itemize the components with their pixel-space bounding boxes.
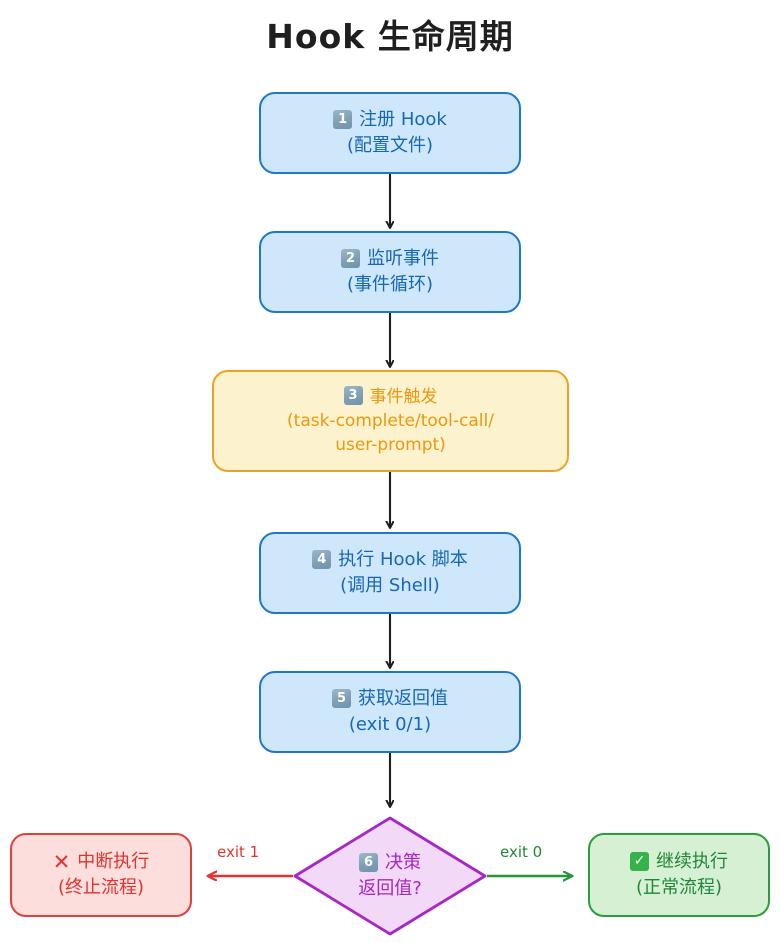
node-decision-line2: 返回值? bbox=[358, 878, 422, 899]
node-event-trigger-title: 事件触发 bbox=[369, 386, 438, 407]
node-abort-execution-line2: (终止流程) bbox=[57, 877, 145, 898]
cross-mark-icon: ✕ bbox=[52, 849, 71, 874]
node-event-trigger-line1: 3 事件触发 bbox=[343, 385, 438, 409]
node-listen-events-line2: (事件循环) bbox=[346, 274, 434, 295]
node-abort-execution-title: 中断执行 bbox=[77, 851, 150, 873]
node-continue-execution[interactable]: ✓ 继续执行 (正常流程) bbox=[588, 833, 770, 917]
node-listen-events-line1: 2 监听事件 bbox=[341, 246, 439, 272]
keycap-2-icon: 2 bbox=[341, 248, 360, 268]
node-get-return-value-title: 获取返回值 bbox=[358, 688, 448, 710]
node-decision-line1: 6 决策 bbox=[359, 850, 421, 876]
node-continue-execution-line2: (正常流程) bbox=[635, 877, 723, 898]
node-continue-execution-line1: ✓ 继续执行 bbox=[630, 849, 728, 875]
node-decision-title: 决策 bbox=[385, 852, 421, 874]
node-register-hook-line1: 1 注册 Hook bbox=[333, 107, 447, 133]
node-register-hook-line2: (配置文件) bbox=[346, 135, 434, 156]
node-abort-execution[interactable]: ✕ 中断执行 (终止流程) bbox=[10, 833, 192, 917]
node-decision-text: 6 决策 返回值? bbox=[358, 850, 422, 901]
node-execute-hook-script-line2: (调用 Shell) bbox=[340, 575, 440, 596]
node-register-hook-title: 注册 Hook bbox=[359, 109, 447, 131]
keycap-4-icon: 4 bbox=[312, 549, 332, 569]
keycap-1-icon: 1 bbox=[333, 109, 353, 129]
node-continue-execution-title: 继续执行 bbox=[656, 851, 728, 873]
decision-diamond-shape bbox=[293, 816, 487, 936]
node-listen-events[interactable]: 2 监听事件 (事件循环) bbox=[259, 231, 521, 313]
node-event-trigger-line2: (task-complete/tool-call/ bbox=[287, 410, 494, 431]
node-event-trigger[interactable]: 3 事件触发 (task-complete/tool-call/ user-pr… bbox=[212, 370, 569, 472]
keycap-6-icon: 6 bbox=[359, 852, 378, 872]
node-get-return-value[interactable]: 5 获取返回值 (exit 0/1) bbox=[259, 671, 521, 753]
node-event-trigger-line3: user-prompt) bbox=[335, 435, 446, 456]
keycap-5-icon: 5 bbox=[332, 688, 351, 708]
node-register-hook[interactable]: 1 注册 Hook (配置文件) bbox=[259, 92, 521, 174]
node-listen-events-title: 监听事件 bbox=[367, 248, 439, 270]
node-execute-hook-script-title: 执行 Hook 脚本 bbox=[338, 549, 468, 571]
node-get-return-value-line2: (exit 0/1) bbox=[348, 714, 432, 735]
node-execute-hook-script-line1: 4 执行 Hook 脚本 bbox=[312, 547, 468, 573]
node-execute-hook-script[interactable]: 4 执行 Hook 脚本 (调用 Shell) bbox=[259, 532, 521, 614]
edge-label-exit-1: exit 1 bbox=[217, 843, 260, 861]
keycap-3-icon: 3 bbox=[343, 386, 363, 406]
edge-label-exit-0: exit 0 bbox=[500, 843, 543, 861]
check-mark-icon: ✓ bbox=[630, 851, 649, 871]
node-abort-execution-line1: ✕ 中断执行 bbox=[53, 849, 150, 875]
diagram-title: Hook 生命周期 bbox=[266, 17, 514, 56]
node-get-return-value-line1: 5 获取返回值 bbox=[332, 686, 448, 712]
node-decision-return-value[interactable]: 6 决策 返回值? bbox=[291, 814, 489, 938]
